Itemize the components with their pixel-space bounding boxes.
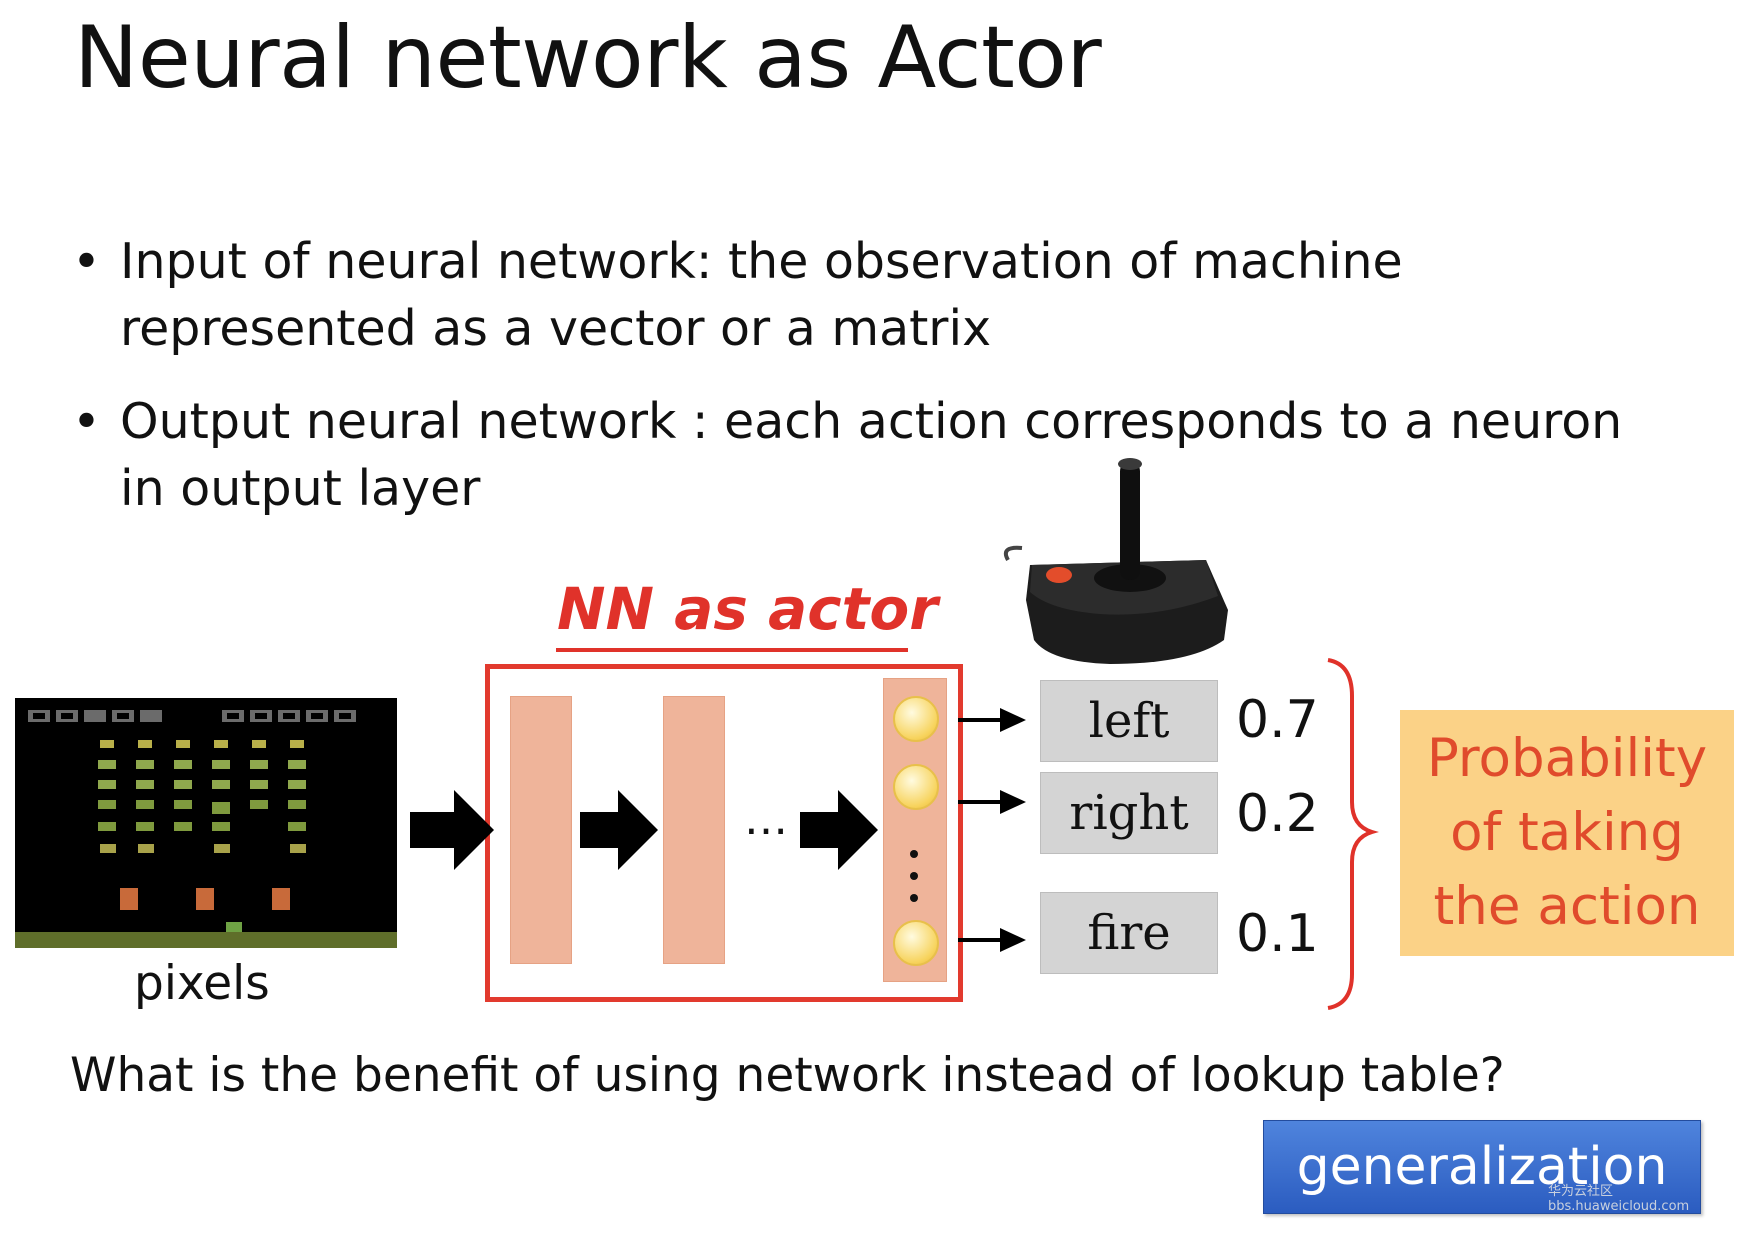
action-box-fire: fire	[1040, 892, 1218, 974]
arrow-fire-head	[1000, 928, 1026, 952]
prob-left: 0.7	[1236, 690, 1319, 750]
right-brace	[1327, 658, 1379, 1010]
hidden-layer-2	[663, 696, 725, 964]
output-neuron-left	[893, 696, 939, 742]
vertical-ellipsis-dot	[910, 872, 918, 880]
question-text: What is the benefit of using network ins…	[70, 1048, 1505, 1103]
prob-caption-line: Probability	[1426, 728, 1708, 789]
prob-fire: 0.1	[1236, 904, 1319, 964]
block-arrow-input	[410, 790, 494, 870]
hidden-layer-1	[510, 696, 572, 964]
output-neuron-right	[893, 764, 939, 810]
prob-caption-line: the action	[1433, 876, 1701, 937]
slide-title: Neural network as Actor	[74, 8, 1102, 108]
probability-caption-box: Probability of taking the action	[1400, 710, 1734, 956]
nn-label: NN as actor	[557, 575, 938, 643]
bullet-input: Input of neural network: the observation…	[72, 228, 1632, 362]
answer-box: generalization	[1263, 1120, 1701, 1214]
layer-ellipsis: …	[744, 794, 788, 845]
input-caption: pixels	[134, 956, 270, 1011]
watermark-url: bbs.huaweicloud.com	[1548, 1199, 1690, 1214]
watermark: 华为云社区 bbs.huaweicloud.com	[1548, 1180, 1689, 1214]
prob-right: 0.2	[1236, 784, 1319, 844]
invader-grid	[98, 740, 306, 853]
arrow-right-head	[1000, 790, 1026, 814]
bullet-list: Input of neural network: the observation…	[72, 228, 1632, 548]
prob-caption-line: of taking	[1450, 802, 1684, 863]
bullet-output: Output neural network : each action corr…	[72, 388, 1632, 522]
action-box-right: right	[1040, 772, 1218, 854]
watermark-title: 华为云社区	[1548, 1184, 1614, 1199]
vertical-ellipsis-dot	[910, 850, 918, 858]
nn-label-underline	[556, 648, 908, 652]
vertical-ellipsis-dot	[910, 894, 918, 902]
arrow-left-head	[1000, 708, 1026, 732]
action-box-left: left	[1040, 680, 1218, 762]
output-neuron-fire	[893, 920, 939, 966]
